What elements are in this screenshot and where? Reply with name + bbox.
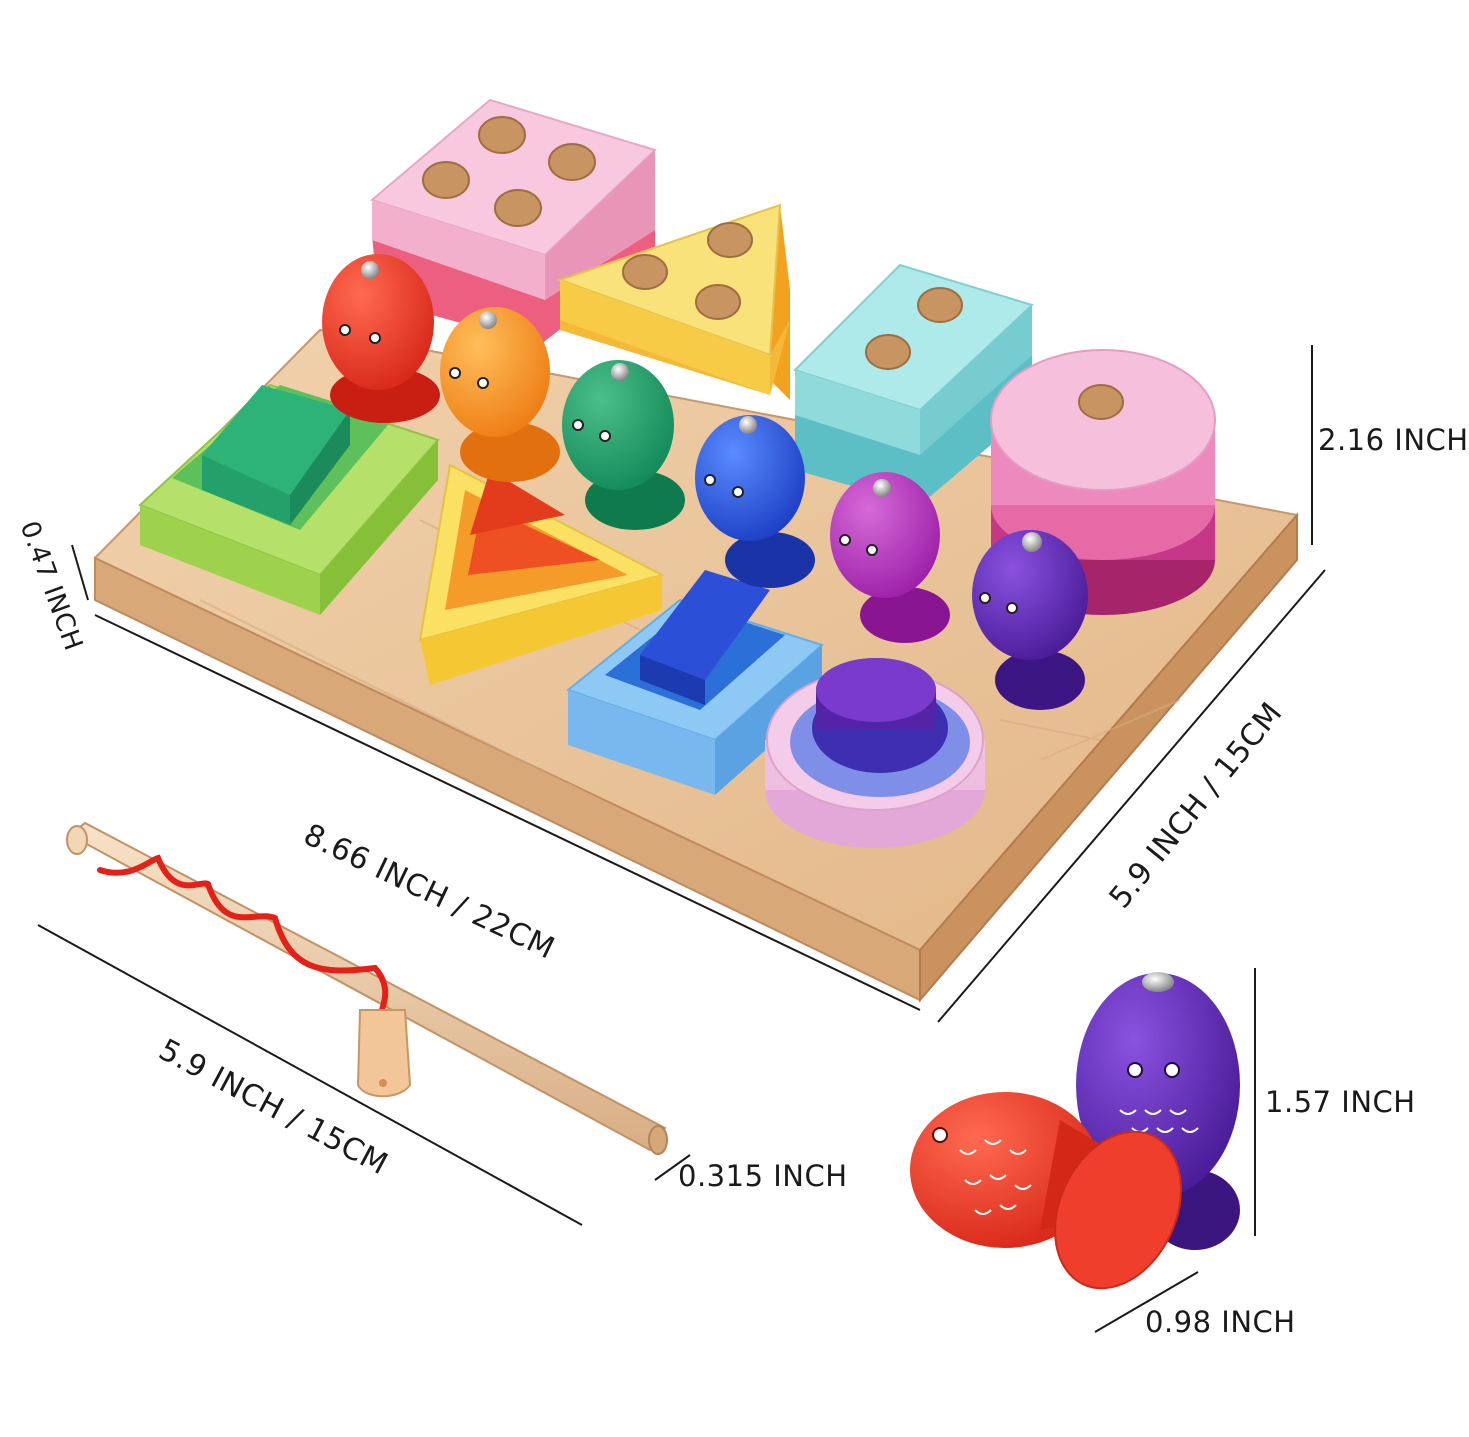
blue-rectangle-stack: [565, 570, 824, 795]
fish-magenta-board: [830, 472, 950, 643]
dimension-lines: [37, 345, 1326, 1333]
fish-base-label: 0.98 INCH: [1145, 1305, 1296, 1339]
fish-orange-board: [440, 307, 560, 482]
stack-height-label: 2.16 INCH: [1318, 423, 1469, 457]
fish-green-board: [562, 360, 685, 530]
green-square-stack: [138, 383, 440, 615]
yellow-triangle-stack: [556, 203, 790, 400]
fishing-rod: [66, 821, 668, 1155]
fish-purple-board: [972, 530, 1088, 710]
fish-red-lying: [910, 1092, 1182, 1290]
pink-circle-stack: [990, 349, 1216, 615]
teal-rectangle-stack: [793, 263, 1034, 505]
fish-red-board: [322, 254, 440, 423]
product-scene: [37, 98, 1326, 1333]
fish-blue-board: [695, 415, 815, 588]
rainbow-triangle-stack: [418, 463, 665, 685]
rod-diameter-label: 0.315 INCH: [678, 1159, 848, 1193]
purple-circle-stack: [765, 658, 985, 848]
fish-height-label: 1.57 INCH: [1265, 1085, 1416, 1119]
